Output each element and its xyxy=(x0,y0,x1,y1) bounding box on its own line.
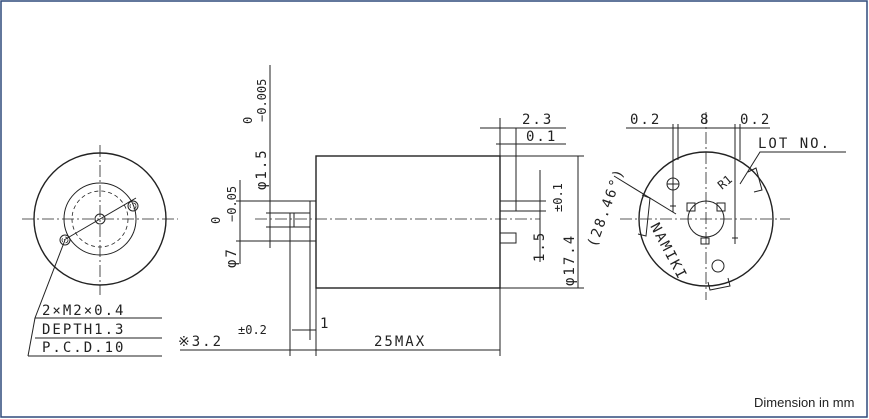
body-length-text: 25MAX xyxy=(374,334,426,350)
boss-dia-text: φ7 xyxy=(224,247,240,268)
lot-mark: R1 xyxy=(715,172,735,192)
depth-spec-text: DEPTH1.3 xyxy=(42,322,125,338)
shaft-length-tol: ±0.2 xyxy=(238,323,267,337)
rear-view: 0.2 8 0.2 LOT NO. R1 (28.46°) NAMIKI xyxy=(585,112,846,300)
rear-dim-center: 8 xyxy=(700,112,710,128)
angle-dim-text: (28.46°) xyxy=(585,165,629,249)
term-height-tol: ±0.1 xyxy=(551,183,565,212)
shaft-length-text: ※3.2 xyxy=(178,334,223,350)
front-view: 2×M2×0.4 DEPTH1.3 P.C.D.10 xyxy=(22,145,178,357)
shaft-dia-tol-upper: 0 xyxy=(241,117,255,124)
shaft-dia-tol-lower: −0.005 xyxy=(255,79,269,122)
side-view: φ1.5 0 −0.005 φ7 0 −0.05 ※3.2 ±0.2 1 25M… xyxy=(178,65,584,356)
pcd-spec-text: P.C.D.10 xyxy=(42,340,125,356)
term-height-text: 1.5 xyxy=(532,231,548,262)
rear-dim-right: 0.2 xyxy=(740,112,771,128)
term-gap-text: 0.1 xyxy=(526,129,557,145)
rear-dim-left: 0.2 xyxy=(630,112,661,128)
shaft-dia-text: φ1.5 xyxy=(254,148,270,190)
hole-spec-text: 2×M2×0.4 xyxy=(42,303,125,319)
footer-note: Dimension in mm xyxy=(754,395,854,410)
lot-number-label: LOT NO. xyxy=(758,136,831,152)
body-dia-text: φ17.4 xyxy=(562,234,578,286)
term-width-text: 2.3 xyxy=(522,112,553,128)
boss-dia-tol-lower: −0.05 xyxy=(225,186,239,222)
boss-length-text: 1 xyxy=(320,316,330,332)
boss-dia-tol-upper: 0 xyxy=(209,217,223,224)
